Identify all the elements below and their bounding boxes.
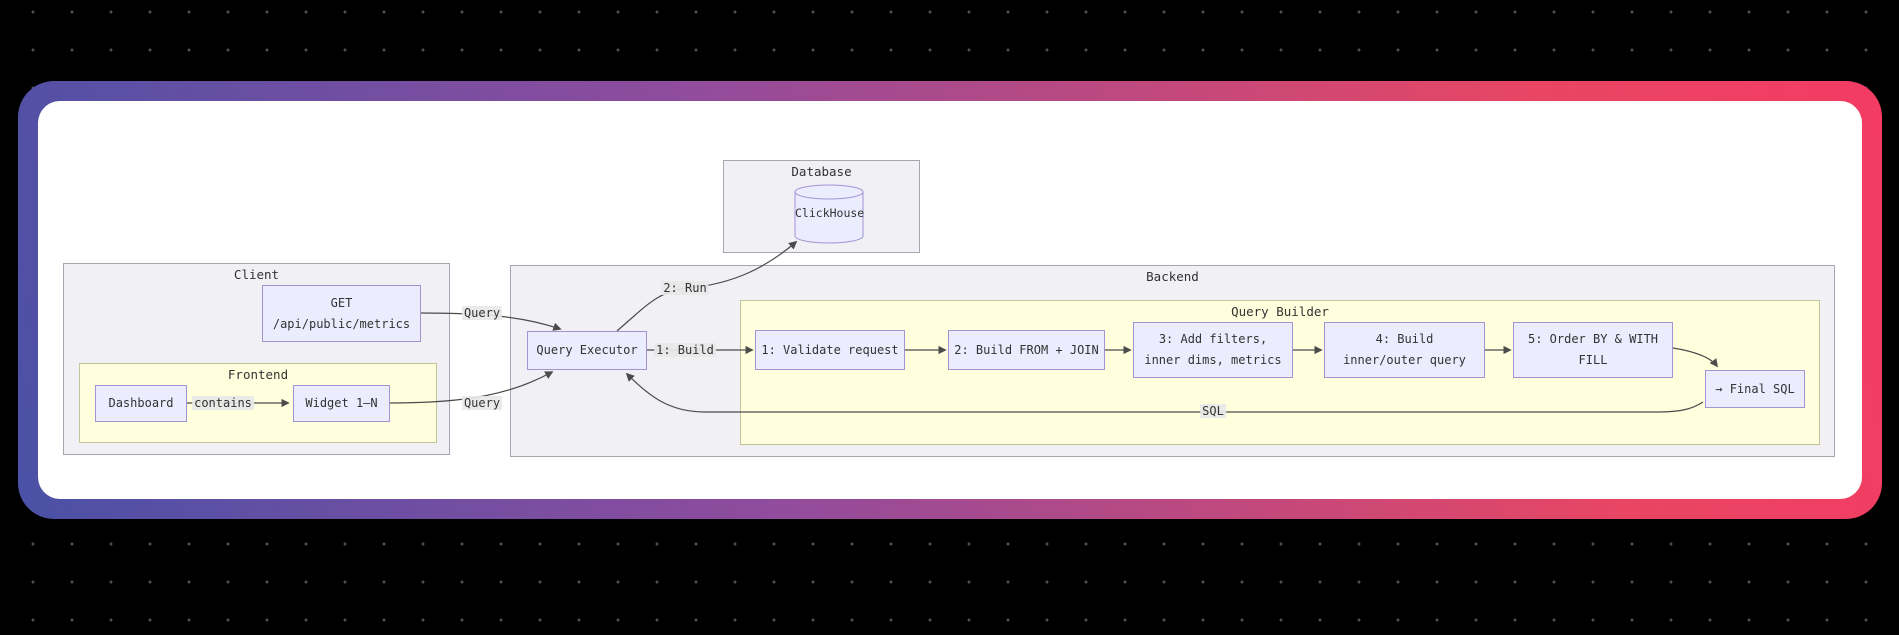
cluster-query-builder-title: Query Builder (1231, 304, 1329, 319)
edge-label-contains: contains (192, 396, 254, 410)
node-query-executor: Query Executor (527, 331, 647, 370)
node-query-executor-label: Query Executor (536, 343, 638, 357)
node-widget-label: Widget 1–N (305, 396, 378, 410)
cluster-database: Database (723, 160, 920, 253)
node-step3-line2: inner dims, metrics (1144, 353, 1282, 367)
node-step3-line1: 3: Add filters, (1158, 332, 1268, 346)
node-dashboard-label: Dashboard (108, 396, 174, 410)
edge-label-query-bottom: Query (461, 396, 503, 410)
cluster-database-title: Database (791, 164, 852, 179)
node-step4-line2: inner/outer query (1343, 353, 1466, 367)
node-step5-line1: 5: Order BY & WITH (1527, 332, 1659, 346)
node-step3-filters: 3: Add filters, inner dims, metrics (1133, 322, 1293, 378)
node-final-sql-label: → Final SQL (1715, 381, 1795, 396)
node-get-endpoint: GET /api/public/metrics (262, 285, 421, 342)
edge-label-run: 2: Run (661, 281, 709, 295)
node-step5-order-fill: 5: Order BY & WITH FILL (1513, 322, 1673, 378)
cluster-client-title: Client (233, 267, 280, 282)
edge-label-query-top: Query (461, 306, 503, 320)
node-step2-from-join: 2: Build FROM + JOIN (948, 330, 1105, 370)
node-clickhouse-label: ClickHouse (795, 206, 865, 220)
node-step1-label: 1: Validate request (761, 342, 899, 357)
node-step2-label: 2: Build FROM + JOIN (954, 342, 1099, 357)
edge-label-build: 1: Build (654, 343, 716, 357)
node-step4-line1: 4: Build (1375, 332, 1434, 346)
cluster-backend-title: Backend (1146, 269, 1199, 284)
cluster-frontend-title: Frontend (227, 367, 289, 382)
node-step5-line2: FILL (1578, 353, 1608, 367)
node-step4-inner-outer: 4: Build inner/outer query (1324, 322, 1485, 378)
node-widget: Widget 1–N (293, 385, 390, 422)
node-dashboard: Dashboard (95, 385, 187, 422)
node-get-line1: GET (330, 295, 353, 310)
node-step1-validate: 1: Validate request (755, 330, 905, 370)
node-final-sql: → Final SQL (1705, 370, 1805, 408)
edge-label-sql: SQL (1200, 404, 1226, 418)
node-get-line2: /api/public/metrics (272, 316, 411, 331)
